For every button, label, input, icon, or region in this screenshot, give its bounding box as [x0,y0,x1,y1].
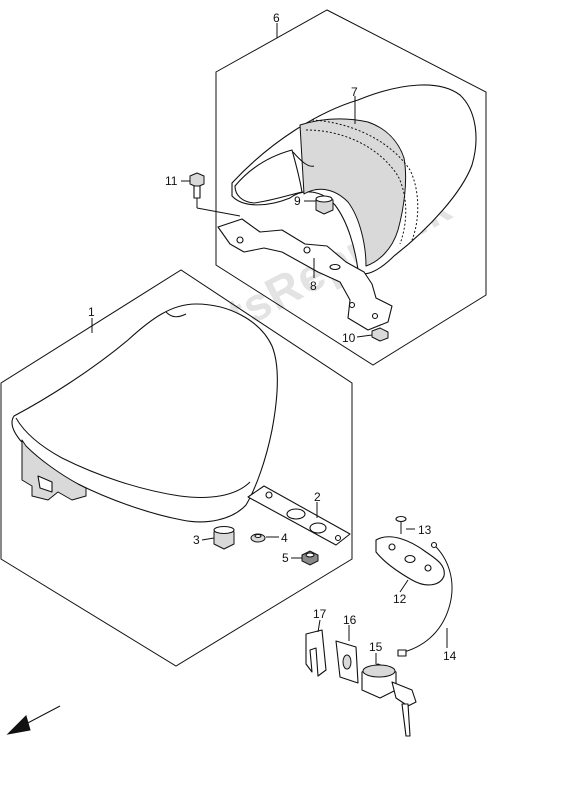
rider-seat-frame [0,269,353,667]
lock-bracket-12 [375,536,445,586]
callout-4: 4 [281,531,288,545]
callout-labels: 1 2 3 4 5 6 7 8 9 10 11 12 13 14 15 16 1… [88,11,457,663]
passenger-seat-frame [215,9,487,366]
lock-cover-16 [335,640,359,684]
screw-13 [395,515,407,534]
callout-6: 6 [273,11,280,25]
washer-4 [250,533,266,543]
callout-9: 9 [294,194,301,208]
callout-15: 15 [369,640,383,654]
nut-10 [371,327,389,342]
callout-11: 11 [165,174,178,188]
passenger-seat-bracket [217,218,393,331]
callout-7: 7 [351,85,358,99]
callout-2: 2 [314,490,321,504]
callout-17: 17 [313,607,327,621]
cushion-9 [315,195,334,215]
callout-3: 3 [193,533,200,547]
callout-12: 12 [393,592,407,606]
callout-14: 14 [443,649,457,663]
nut-5 [301,550,319,566]
seat-plate-2 [247,485,351,546]
arrow-down-left-icon [6,705,61,735]
cable-14 [397,541,453,657]
callout-10: 10 [342,331,356,345]
callout-8: 8 [310,279,317,293]
cushion-3 [213,525,235,550]
leader-lines [91,23,448,664]
callout-16: 16 [343,613,357,627]
callout-5: 5 [282,551,289,565]
callout-13: 13 [418,523,432,537]
bolt-11 [189,172,205,199]
lock-set-15 [361,663,417,737]
rider-seat [11,303,278,523]
callout-1: 1 [88,305,95,319]
passenger-seat [231,84,477,275]
clip-17 [305,629,327,677]
